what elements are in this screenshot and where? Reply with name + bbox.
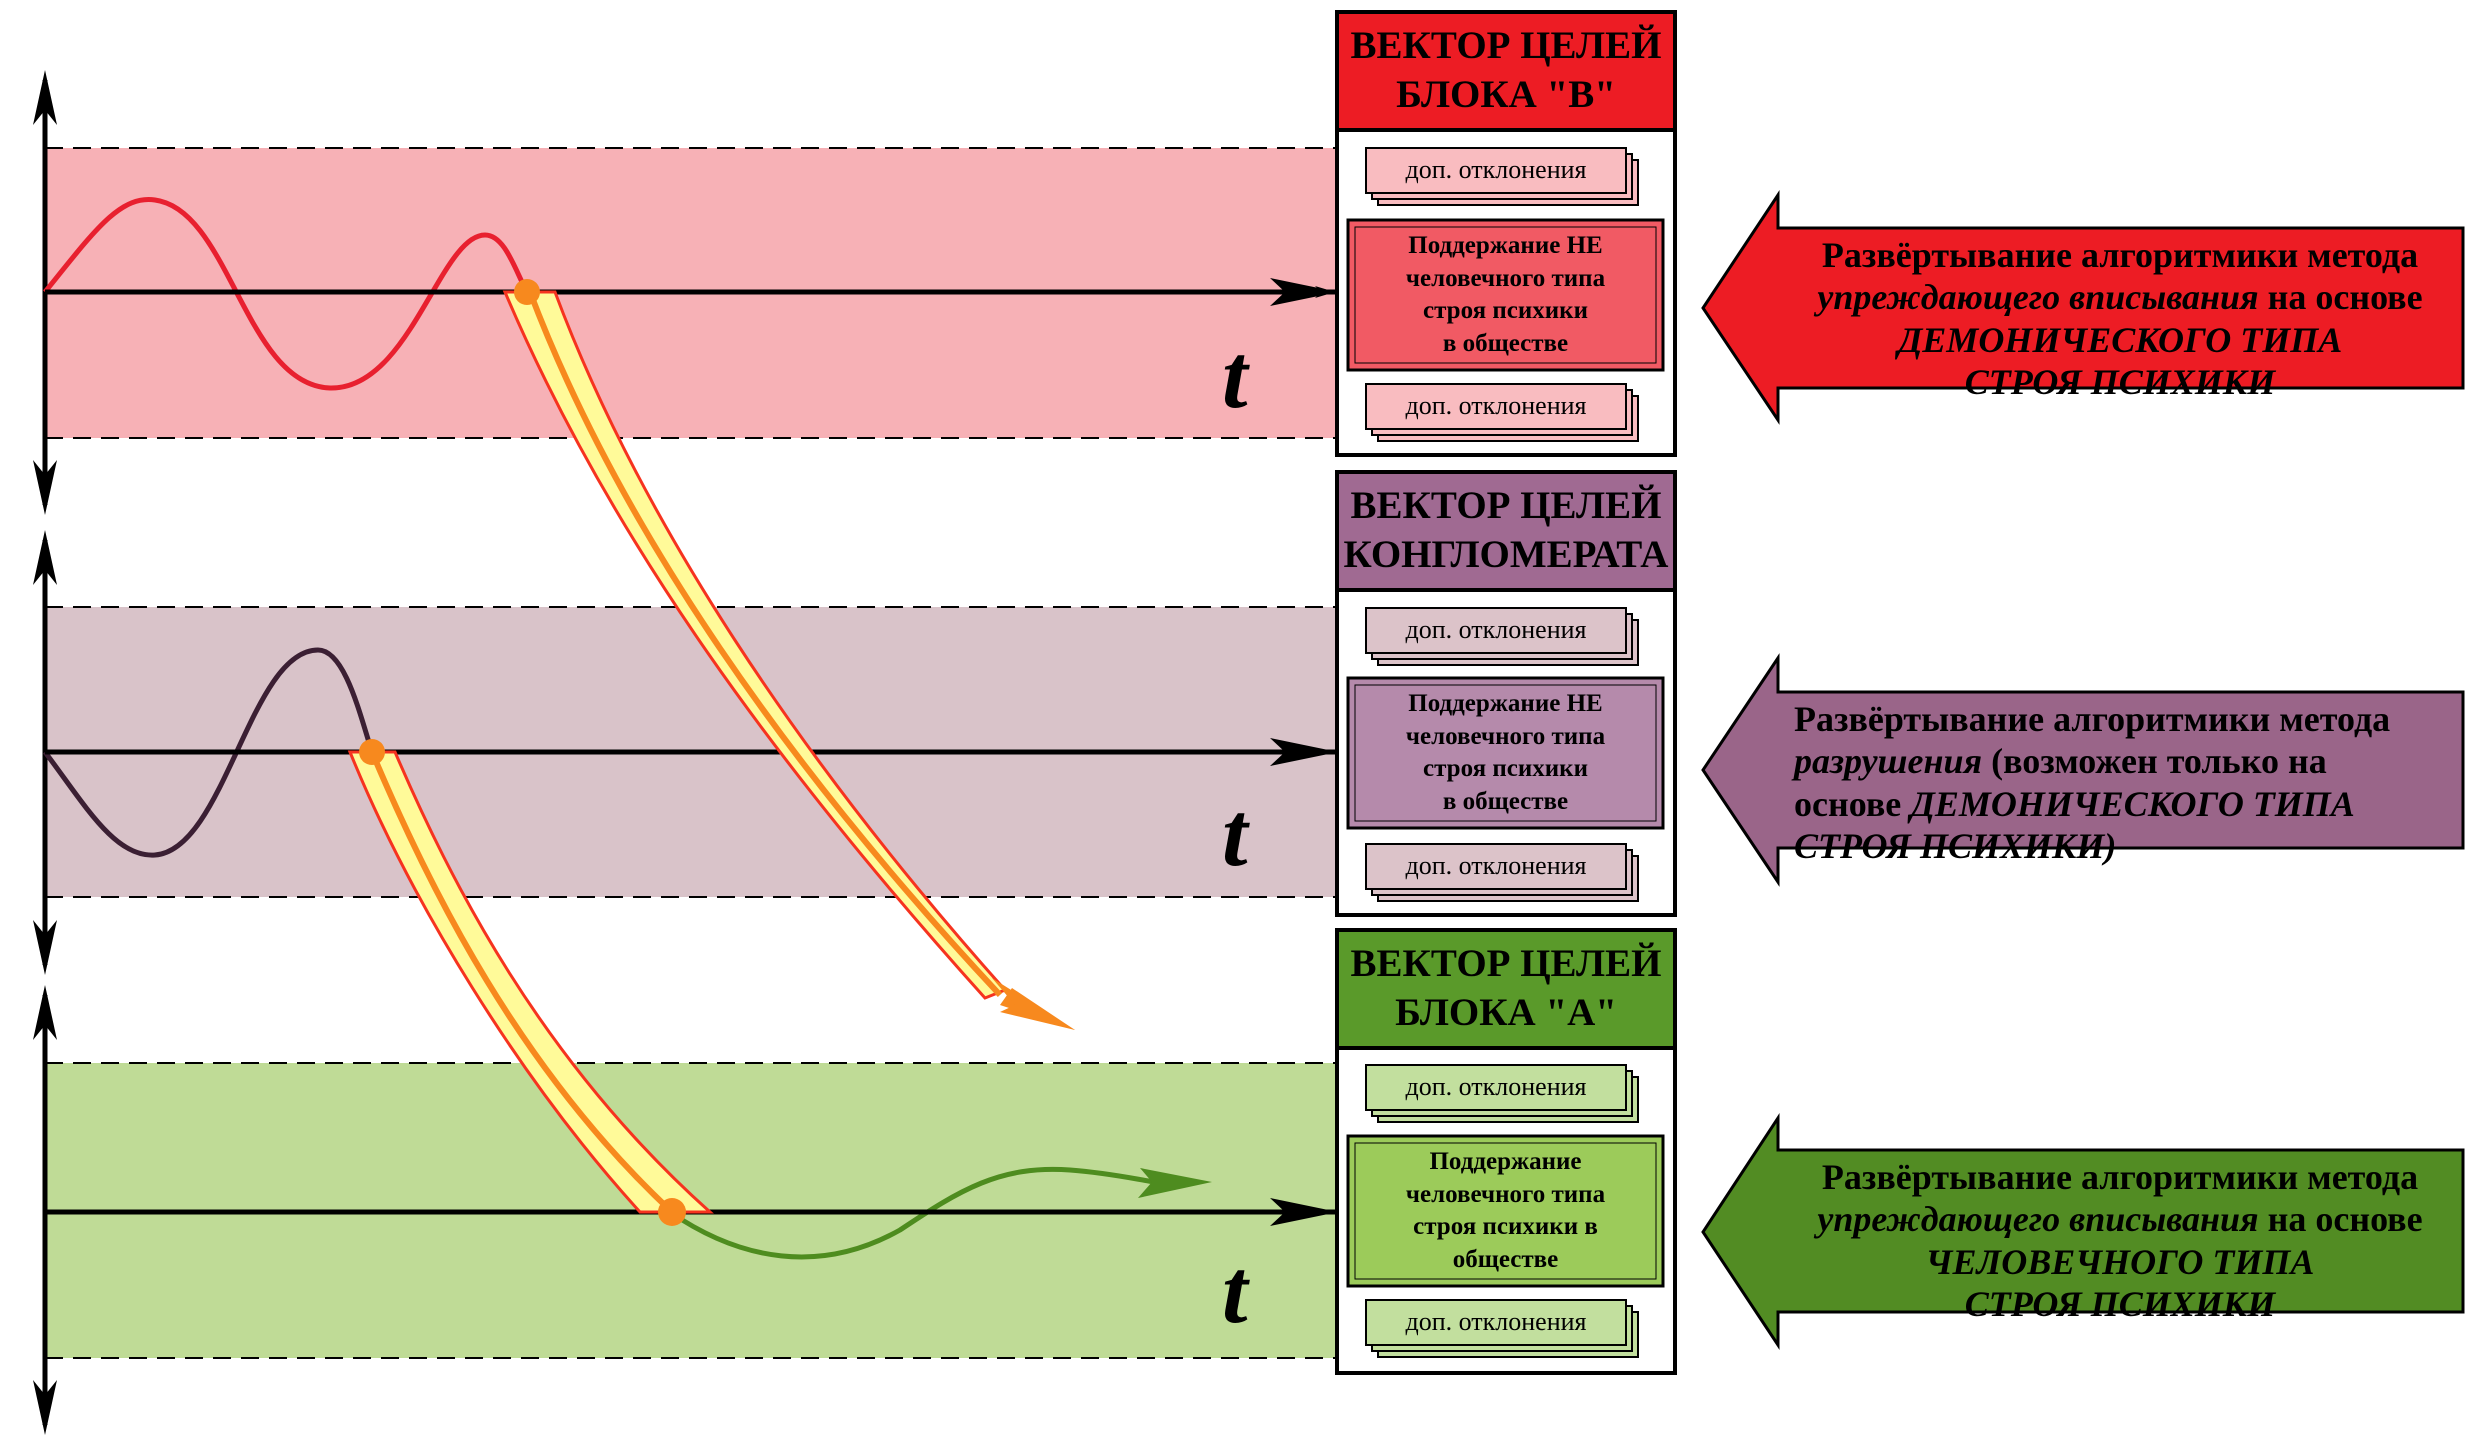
message-line: ДЕМОНИЧЕСКОГО ТИПА bbox=[1897, 319, 2343, 360]
vector-title-block-v: ВЕКТОР ЦЕЛЕЙ БЛОКА "В" bbox=[1337, 12, 1675, 130]
core-line: человечного типа bbox=[1405, 1180, 1606, 1208]
time-axis-3-arrowhead bbox=[1270, 1198, 1338, 1226]
message-line: ЧЕЛОВЕЧНОГО ТИПА bbox=[1925, 1241, 2315, 1282]
vector-title-line2: КОНГЛОМЕРАТА bbox=[1343, 533, 1669, 576]
core-line: строя психики bbox=[1422, 297, 1588, 324]
message-text-3: Развёртывание алгоритмики метода упрежда… bbox=[1780, 1156, 2460, 1326]
vector-title-line1: ВЕКТОР ЦЕЛЕЙ bbox=[1350, 942, 1662, 986]
message-line: на основе bbox=[2258, 277, 2423, 318]
message-arrow-1 bbox=[1701, 190, 2465, 425]
core-line: строя психики bbox=[1422, 755, 1588, 782]
core-line: человечного типа bbox=[1405, 264, 1606, 292]
core-label-2: Поддержание НЕ человечного типа строя пс… bbox=[1348, 678, 1663, 828]
core-line: в обществе bbox=[1442, 329, 1569, 357]
core-line: Поддержание НЕ bbox=[1408, 690, 1603, 717]
message-line: Развёртывание алгоритмики метода bbox=[1794, 699, 2391, 739]
message-line: СТРОЯ ПСИХИКИ bbox=[1964, 1284, 2276, 1325]
message-line: ДЕМОНИЧЕСКОГО ТИПА bbox=[1910, 783, 2355, 824]
axis-label-t-3: t bbox=[1222, 1240, 1248, 1342]
message-text-1: Развёртывание алгоритмики метода упрежда… bbox=[1780, 234, 2460, 404]
message-line: Развёртывание алгоритмики метода bbox=[1821, 1157, 2419, 1197]
message-text-2: Развёртывание алгоритмики метода разруше… bbox=[1780, 698, 2460, 868]
vector-title-conglomerate: ВЕКТОР ЦЕЛЕЙ КОНГЛОМЕРАТА bbox=[1337, 472, 1675, 590]
vector-title-bg-2 bbox=[1335, 470, 1677, 592]
core-line: в обществе bbox=[1442, 787, 1569, 815]
dop-label-top-1: доп. отклонения bbox=[1405, 155, 1587, 185]
core-label-3: Поддержание человечного типа строя психи… bbox=[1348, 1136, 1663, 1286]
vector-title-bg-1 bbox=[1335, 10, 1677, 132]
core-line: строя психики в bbox=[1413, 1213, 1598, 1240]
message-line: (возможен только на bbox=[1982, 741, 2327, 782]
core-box-2 bbox=[1346, 676, 1665, 830]
message-arrow-2 bbox=[1701, 653, 2465, 887]
core-line: Поддержание bbox=[1429, 1148, 1582, 1175]
dop-label-top-2: доп. отклонения bbox=[1405, 615, 1587, 645]
dop-label-bottom-3: доп. отклонения bbox=[1405, 1307, 1587, 1337]
vector-title-line2: БЛОКА "А" bbox=[1395, 991, 1617, 1034]
dop-label-bottom-1: доп. отклонения bbox=[1405, 391, 1587, 421]
transition-dot-2 bbox=[359, 739, 385, 765]
core-line: Поддержание НЕ bbox=[1408, 232, 1603, 259]
vector-title-line1: ВЕКТОР ЦЕЛЕЙ bbox=[1350, 24, 1662, 68]
message-line: СТРОЯ ПСИХИКИ) bbox=[1794, 826, 2117, 867]
core-line: человечного типа bbox=[1405, 722, 1606, 750]
core-box-3 bbox=[1346, 1134, 1665, 1288]
axis-label-t-2: t bbox=[1222, 783, 1248, 885]
wave-conglomerate bbox=[43, 647, 375, 858]
transition-dot-1 bbox=[514, 279, 540, 305]
transition-dot-3 bbox=[658, 1198, 686, 1226]
axis-label-t-1: t bbox=[1222, 325, 1248, 427]
dop-label-bottom-2: доп. отклонения bbox=[1405, 851, 1587, 881]
core-box-1 bbox=[1346, 218, 1665, 372]
message-method: упреждающего вписывания bbox=[1817, 1199, 2259, 1240]
message-method: упреждающего вписывания bbox=[1817, 277, 2259, 318]
vector-title-block-a: ВЕКТОР ЦЕЛЕЙ БЛОКА "А" bbox=[1337, 930, 1675, 1048]
wave-block-a bbox=[668, 1166, 1156, 1260]
dop-label-top-3: доп. отклонения bbox=[1405, 1072, 1587, 1102]
vector-title-bg-3 bbox=[1335, 928, 1677, 1050]
message-line: на основе bbox=[2258, 1199, 2423, 1240]
wave-block-v bbox=[43, 197, 530, 391]
message-line: Развёртывание алгоритмики метода bbox=[1821, 235, 2419, 275]
vector-title-line2: БЛОКА "В" bbox=[1396, 73, 1616, 116]
transition-ribbon-1 bbox=[502, 279, 1075, 1030]
vector-title-line1: ВЕКТОР ЦЕЛЕЙ bbox=[1350, 484, 1662, 528]
transition-ribbon-2 bbox=[347, 739, 714, 1226]
message-line: основе bbox=[1794, 783, 1911, 824]
time-axis-1-arrowhead bbox=[1270, 278, 1338, 306]
core-line: обществе bbox=[1452, 1245, 1559, 1273]
wave-block-a-arrowhead bbox=[1138, 1168, 1212, 1198]
message-arrow-3 bbox=[1701, 1112, 2465, 1350]
time-axis-2-arrowhead bbox=[1270, 738, 1338, 766]
core-label-1: Поддержание НЕ человечного типа строя пс… bbox=[1348, 220, 1663, 370]
message-line: СТРОЯ ПСИХИКИ bbox=[1964, 362, 2276, 403]
message-method: разрушения bbox=[1794, 741, 1983, 782]
